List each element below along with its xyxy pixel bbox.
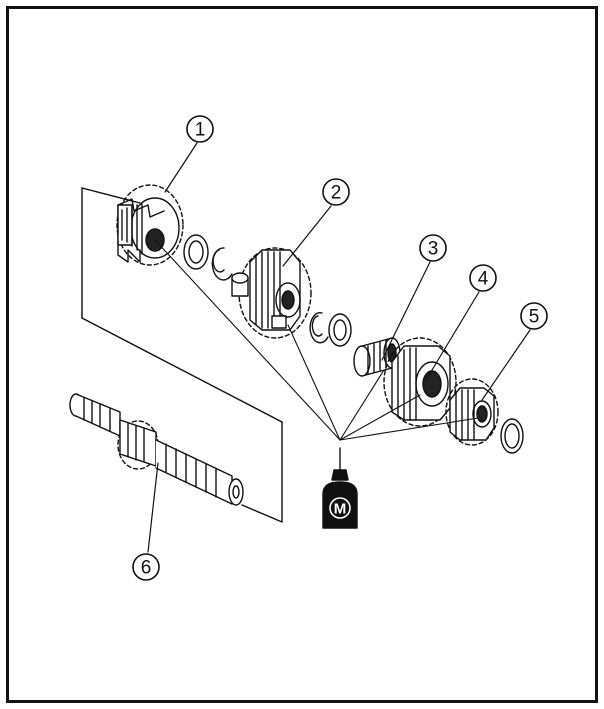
gear-2 bbox=[231, 247, 312, 339]
washer-2 bbox=[328, 313, 352, 347]
callout-3: 3 bbox=[419, 234, 447, 262]
callout-5-label: 5 bbox=[529, 307, 540, 328]
diagram-frame bbox=[6, 6, 598, 703]
gear-1 bbox=[116, 184, 184, 266]
circlip-2 bbox=[309, 312, 329, 344]
callout-1: 1 bbox=[186, 115, 214, 143]
gear-5 bbox=[445, 378, 499, 446]
callout-6: 6 bbox=[132, 553, 160, 581]
callout-leaders bbox=[147, 142, 531, 553]
lubricant-label: M bbox=[334, 501, 347, 518]
washer-1 bbox=[183, 234, 209, 270]
callout-4-label: 4 bbox=[478, 269, 489, 290]
callout-3-label: 3 bbox=[428, 239, 439, 260]
assembly-plane-outline bbox=[81, 187, 283, 523]
callout-2: 2 bbox=[322, 178, 350, 206]
callout-5: 5 bbox=[520, 302, 548, 330]
callout-6-label: 6 bbox=[141, 558, 152, 579]
lubrication-leader-lines bbox=[154, 239, 479, 441]
callout-4: 4 bbox=[469, 264, 497, 292]
callout-1-label: 1 bbox=[195, 120, 206, 141]
callout-2-label: 2 bbox=[331, 183, 342, 204]
shaft-6 bbox=[69, 393, 244, 506]
washer-5 bbox=[500, 418, 524, 454]
lubricant-badge bbox=[329, 497, 351, 519]
circlip-1 bbox=[211, 247, 233, 281]
